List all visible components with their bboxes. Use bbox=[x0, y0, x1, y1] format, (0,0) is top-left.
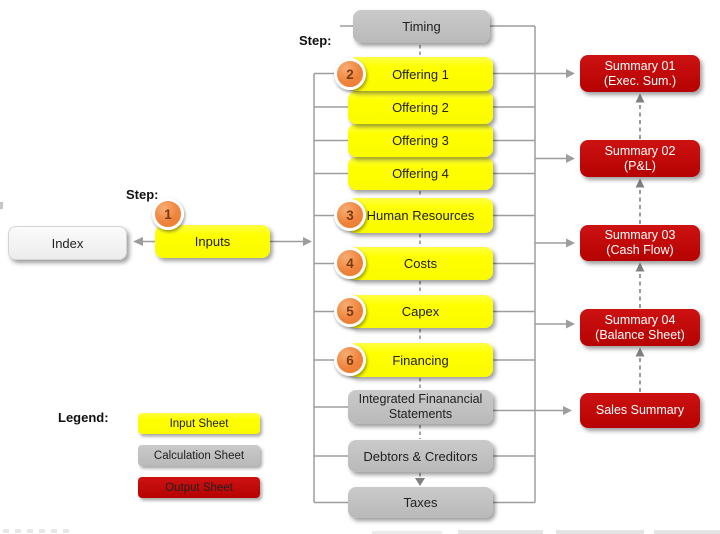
node-timing: Timing bbox=[353, 10, 490, 43]
node-index-label: Index bbox=[51, 235, 84, 251]
step-circle-3-number: 3 bbox=[346, 207, 354, 223]
bottom-left-artifact-1 bbox=[3, 529, 9, 533]
node-summary-01-line1: Summary 01 bbox=[604, 58, 676, 73]
node-offering-4-label: Offering 4 bbox=[392, 166, 449, 181]
bottom-left-artifact-3 bbox=[27, 529, 33, 533]
node-summary-03: Summary 03 (Cash Flow) bbox=[580, 225, 700, 261]
node-summary-02-line1: Summary 02 bbox=[604, 143, 676, 158]
arrowhead-down-taxes bbox=[415, 478, 425, 486]
node-taxes: Taxes bbox=[348, 487, 493, 518]
solid-arrowheads bbox=[133, 69, 575, 415]
node-summary-04-line1: Summary 04 bbox=[604, 312, 676, 327]
arrowhead-up-s02 bbox=[635, 178, 645, 188]
step-circle-1-number: 1 bbox=[164, 206, 172, 222]
bottom-right-artifact-3 bbox=[556, 530, 644, 534]
arrowhead-summary-02 bbox=[566, 154, 575, 163]
step-circle-6: 6 bbox=[334, 344, 366, 376]
bottom-left-artifact-2 bbox=[15, 529, 21, 533]
legend-title: Legend: bbox=[58, 410, 109, 425]
arrowhead-up-s03 bbox=[635, 262, 645, 272]
node-index: Index bbox=[8, 226, 127, 260]
node-costs: Costs bbox=[348, 247, 493, 280]
node-financing-label: Financing bbox=[392, 352, 449, 368]
step-circle-6-number: 6 bbox=[346, 352, 354, 368]
node-capex: Capex bbox=[348, 295, 493, 328]
node-inputs: Inputs bbox=[155, 225, 270, 258]
node-sales-summary: Sales Summary bbox=[580, 393, 700, 428]
bottom-right-artifact-1 bbox=[372, 531, 442, 534]
step-circle-5-number: 5 bbox=[346, 303, 354, 319]
node-human-resources-label: Human Resources bbox=[366, 208, 475, 223]
step-circle-3: 3 bbox=[334, 199, 366, 231]
node-integrated-financial-statements: Integrated Finanancial Statements bbox=[348, 390, 493, 424]
legend-calculation-sheet-label: Calculation Sheet bbox=[153, 449, 245, 462]
step-circle-2: 2 bbox=[334, 58, 366, 90]
node-inputs-label: Inputs bbox=[194, 234, 231, 249]
bottom-left-artifact-5 bbox=[51, 529, 57, 533]
node-integrated-financial-statements-label: Integrated Finanancial Statements bbox=[358, 392, 483, 421]
arrowhead-summary-01 bbox=[566, 69, 575, 78]
legend-output-sheet: Output Sheet bbox=[138, 477, 260, 498]
node-human-resources: Human Resources bbox=[348, 198, 493, 233]
node-sales-summary-line1: Sales Summary bbox=[595, 403, 685, 417]
legend-output-sheet-label: Output Sheet bbox=[165, 481, 233, 494]
arrowhead-index bbox=[133, 237, 143, 246]
arrowhead-up-s04 bbox=[635, 347, 645, 357]
arrowhead-summary-03 bbox=[566, 238, 575, 248]
node-summary-02-line2: (P&L) bbox=[624, 158, 656, 173]
arrowhead-summary-04 bbox=[566, 319, 575, 329]
legend-input-sheet: Input Sheet bbox=[138, 413, 260, 434]
bottom-left-artifact-6 bbox=[63, 529, 69, 533]
left-stub-lines bbox=[314, 72, 348, 504]
node-offering-4: Offering 4 bbox=[348, 157, 493, 190]
arrowhead-sales-summary bbox=[563, 406, 572, 415]
node-financing: Financing bbox=[348, 343, 493, 377]
step-circle-4: 4 bbox=[334, 247, 366, 279]
node-timing-label: Timing bbox=[402, 19, 441, 34]
arrowhead-inputs-bus bbox=[303, 237, 312, 246]
node-summary-01-line2: (Exec. Sum.) bbox=[603, 73, 677, 88]
right-stub-lines bbox=[490, 25, 535, 504]
node-summary-03-line2: (Cash Flow) bbox=[606, 243, 674, 257]
node-summary-03-line1: Summary 03 bbox=[604, 228, 676, 242]
left-step-label: Step: bbox=[126, 187, 159, 202]
legend-calculation-sheet: Calculation Sheet bbox=[138, 445, 260, 466]
node-offering-2-label: Offering 2 bbox=[392, 100, 449, 115]
step-circle-1: 1 bbox=[152, 198, 184, 230]
node-debtors-creditors-label: Debtors & Creditors bbox=[363, 448, 478, 464]
dashed-up-arrowheads bbox=[635, 93, 645, 357]
arrowhead-up-s01 bbox=[635, 93, 645, 103]
node-summary-02: Summary 02 (P&L) bbox=[580, 140, 700, 177]
node-debtors-creditors: Debtors & Creditors bbox=[348, 440, 493, 472]
node-summary-04: Summary 04 (Balance Sheet) bbox=[580, 309, 700, 346]
node-offering-1-label: Offering 1 bbox=[392, 66, 449, 82]
node-offering-3: Offering 3 bbox=[348, 124, 493, 157]
left-edge-artifact bbox=[0, 202, 3, 209]
node-capex-label: Capex bbox=[401, 304, 440, 319]
solid-connectors bbox=[143, 25, 566, 504]
step-circle-5: 5 bbox=[334, 295, 366, 327]
bottom-right-artifact-4 bbox=[654, 530, 720, 534]
step-circle-2-number: 2 bbox=[346, 66, 354, 82]
center-step-label: Step: bbox=[299, 33, 332, 48]
node-offering-3-label: Offering 3 bbox=[392, 133, 449, 148]
node-costs-label: Costs bbox=[403, 256, 438, 271]
legend-input-sheet-label: Input Sheet bbox=[169, 417, 229, 430]
node-taxes-label: Taxes bbox=[403, 495, 438, 510]
node-offering-1: Offering 1 bbox=[348, 57, 493, 91]
node-summary-04-line2: (Balance Sheet) bbox=[595, 327, 685, 342]
node-summary-01: Summary 01 (Exec. Sum.) bbox=[580, 55, 700, 92]
step-circle-4-number: 4 bbox=[346, 255, 354, 271]
bottom-left-artifact-4 bbox=[39, 529, 45, 533]
bottom-right-artifact-2 bbox=[458, 530, 543, 534]
node-offering-2: Offering 2 bbox=[348, 91, 493, 124]
